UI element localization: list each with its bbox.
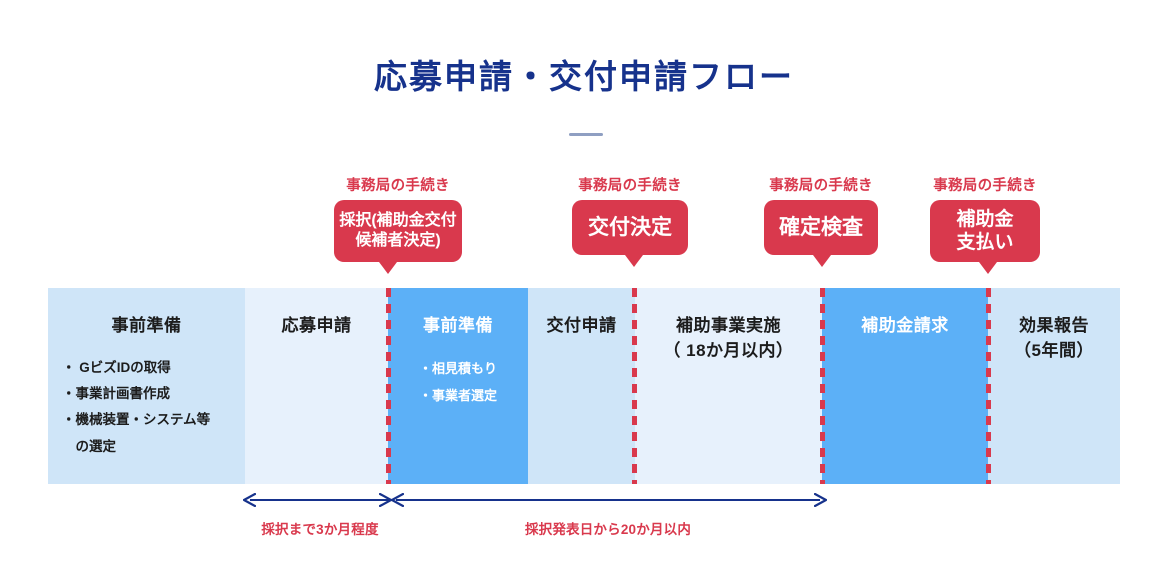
band-obo-shinsei: 応募申請 [245, 288, 388, 484]
band-koka-hokoku: 効果報告 （5年間） [988, 288, 1120, 484]
callout-box-kakutei-kensa: 確定検査 [764, 200, 878, 255]
band-title-kofu-shinsei: 交付申請 [546, 316, 617, 335]
band-title-jizen-junbi-2: 事前準備 [423, 316, 493, 335]
band-jizen-junbi-1: 事前準備 ・ GビズIDの取得 ・事業計画書作成 ・機械装置・システム等 の選定 [48, 288, 245, 484]
callout-text-hojokin-shiharai: 補助金 支払い [956, 208, 1014, 253]
callout-label-jimukyoku-2: 事務局の手続き [578, 178, 682, 194]
band-title-obo-shinsei: 応募申請 [281, 316, 352, 335]
arrow-caption-1: 採択まで3か月程度 [261, 522, 379, 537]
band-hojokin-seikyu: 補助金請求 [822, 288, 988, 484]
callout-box-kofu-kettei: 交付決定 [572, 200, 688, 255]
arrow-caption-2: 採択発表日から20か月以内 [524, 522, 692, 537]
callout-label-jimukyoku-1: 事務局の手続き [346, 178, 450, 194]
divider-dashed-4 [986, 288, 991, 484]
callout-tail-saitaku [379, 262, 397, 274]
band-bullet-item: ・相見積もり [418, 360, 497, 376]
page-title: 応募申請・交付申請フロー [374, 58, 794, 95]
arrow-line-1 [250, 499, 390, 501]
divider-dashed-3 [820, 288, 825, 484]
band-title-koka-hokoku: 効果報告 （5年間） [1014, 316, 1094, 360]
band-bullet-item: ・事業者選定 [418, 387, 497, 403]
callout-label-jimukyoku-4: 事務局の手続き [933, 178, 1037, 194]
band-title-hojokin-seikyu: 補助金請求 [861, 316, 949, 335]
band-bullets-jizen-junbi-1: ・ GビズIDの取得 ・事業計画書作成 ・機械装置・システム等 の選定 [48, 355, 245, 460]
callout-tail-kakutei-kensa [813, 255, 831, 267]
callout-box-hojokin-shiharai: 補助金 支払い [930, 200, 1040, 262]
band-hojo-jigyo-jisshi: 補助事業実施 （ 18か月以内） [635, 288, 822, 484]
title-divider-rule [569, 133, 603, 136]
callout-text-saitaku: 採択(補助金交付 候補者決定) [339, 212, 457, 249]
arrow-line-2 [396, 499, 820, 501]
callout-tail-hojokin-shiharai [979, 262, 997, 274]
band-kofu-shinsei: 交付申請 [528, 288, 635, 484]
divider-dashed-1 [386, 288, 391, 484]
timeline-bands: 事前準備 ・ GビズIDの取得 ・事業計画書作成 ・機械装置・システム等 の選定… [48, 288, 1120, 484]
callout-label-jimukyoku-3: 事務局の手続き [769, 178, 873, 194]
band-title-jizen-junbi-1: 事前準備 [111, 316, 182, 335]
arrow-head-left-2 [391, 493, 404, 507]
callout-box-saitaku: 採択(補助金交付 候補者決定) [334, 200, 462, 262]
band-bullets-jizen-junbi-2: ・相見積もり ・事業者選定 [388, 355, 528, 410]
callout-tail-kofu-kettei [625, 255, 643, 267]
band-bullet-item: ・事業計画書作成 [62, 385, 170, 401]
band-bullet-item: ・機械装置・システム等 の選定 [62, 412, 211, 454]
divider-dashed-2 [632, 288, 637, 484]
arrow-head-right-2 [814, 493, 827, 507]
band-bullet-item: ・ GビズIDの取得 [62, 359, 171, 375]
callout-text-kofu-kettei: 交付決定 [588, 215, 672, 239]
callout-text-kakutei-kensa: 確定検査 [779, 215, 863, 239]
band-title-hojo-jigyo-jisshi: 補助事業実施 （ 18か月以内） [663, 316, 794, 360]
arrow-head-left-1 [243, 493, 256, 507]
band-jizen-junbi-2: 事前準備 ・相見積もり ・事業者選定 [388, 288, 528, 484]
